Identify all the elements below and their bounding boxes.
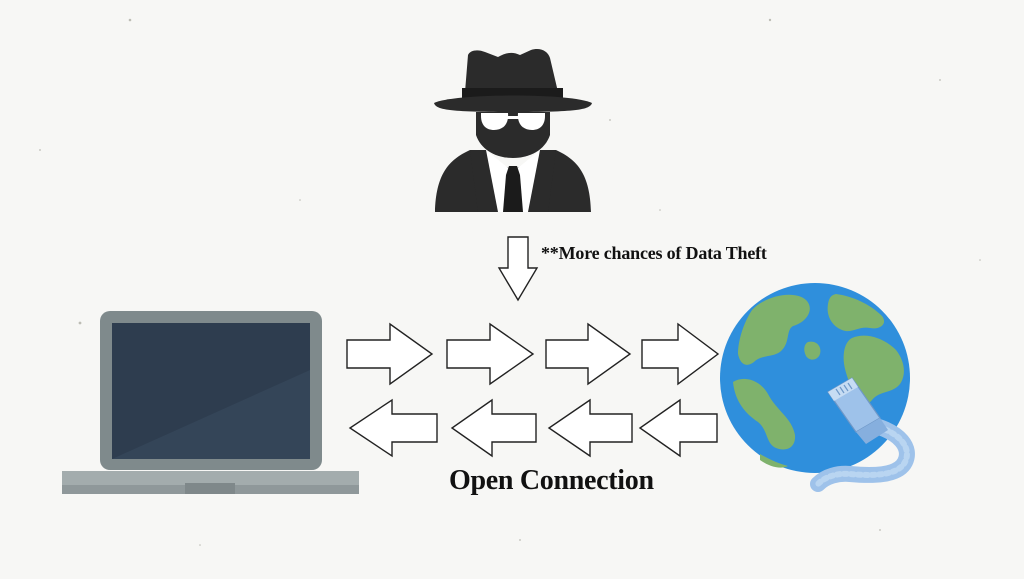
right-arrows (346, 322, 720, 386)
left-arrows (348, 398, 718, 458)
ethernet-plug-icon (810, 377, 915, 492)
left-arrow-3 (547, 398, 633, 458)
connection-label: Open Connection (449, 465, 654, 496)
down-arrow (497, 236, 539, 302)
right-arrow-3 (545, 322, 632, 386)
right-arrow-4 (641, 322, 720, 386)
spy-icon (434, 48, 592, 212)
globe-icon (720, 283, 910, 473)
left-arrow-1 (348, 398, 438, 458)
laptop-icon (62, 311, 359, 494)
right-arrow-2 (446, 322, 535, 386)
right-arrow-1 (346, 322, 434, 386)
data-theft-note: **More chances of Data Theft (541, 243, 767, 263)
left-arrow-4 (638, 398, 718, 458)
background-specks (39, 18, 981, 546)
left-arrow-2 (450, 398, 537, 458)
